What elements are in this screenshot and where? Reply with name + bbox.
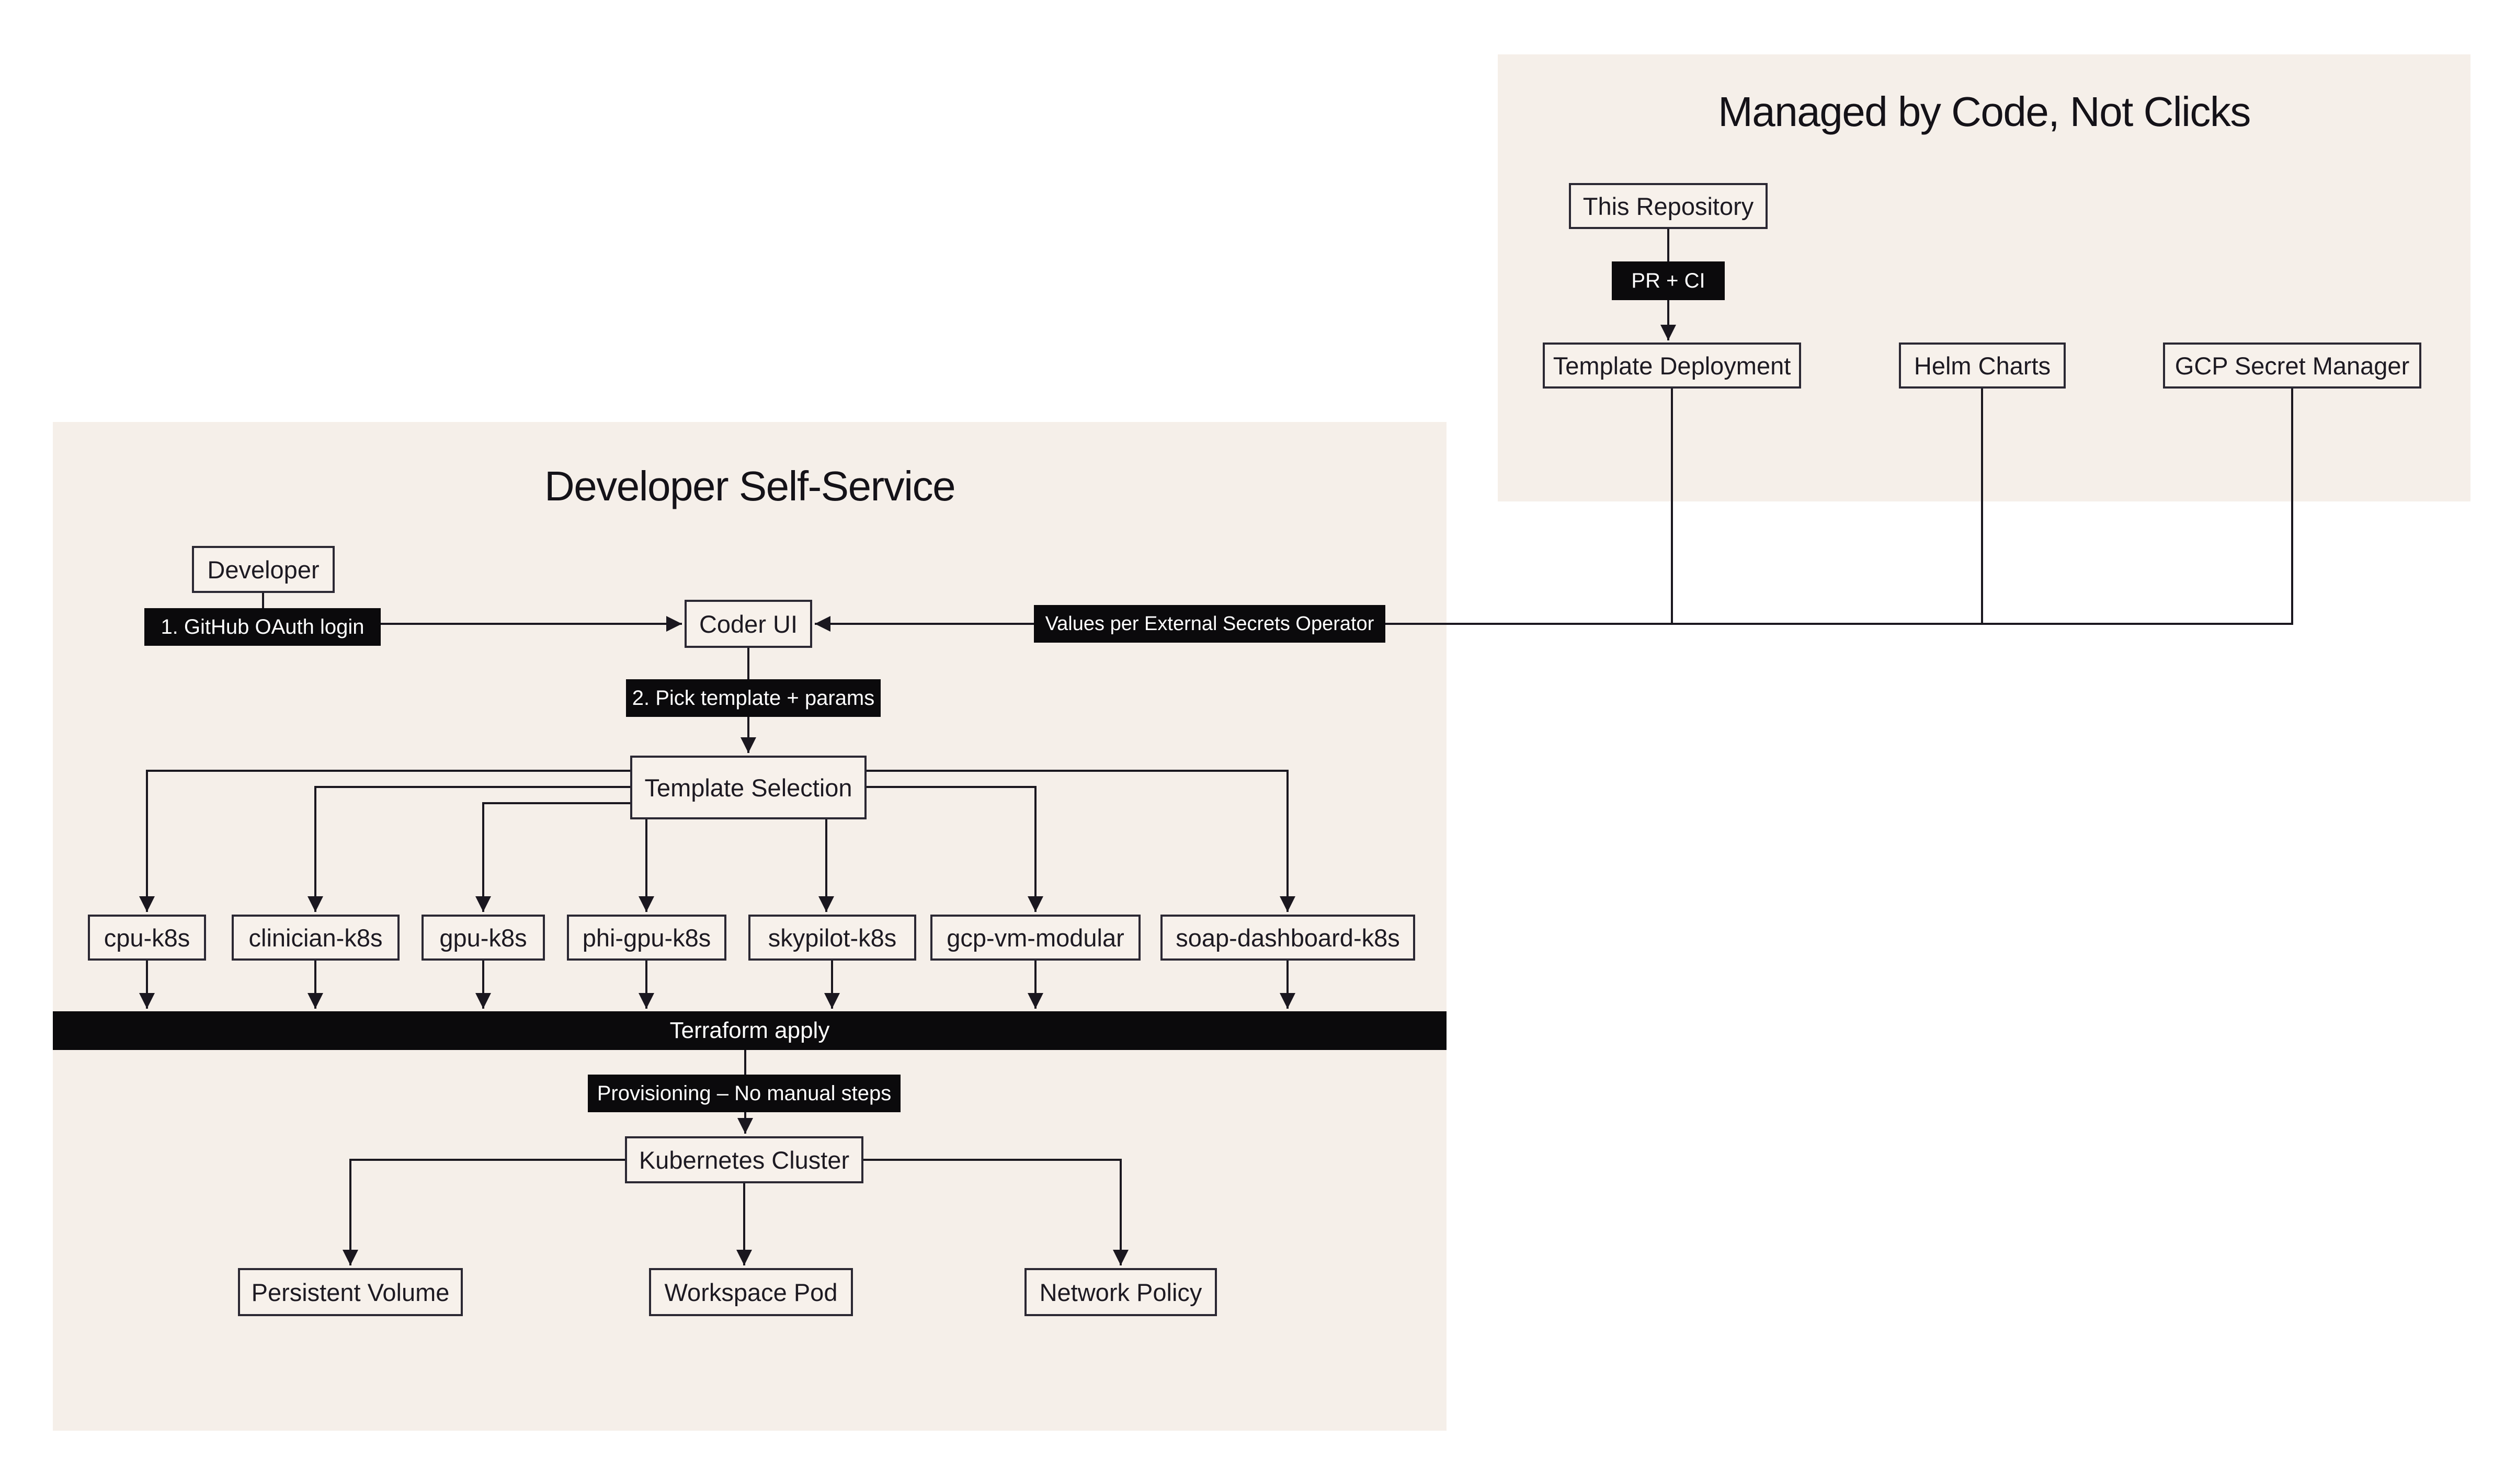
edge-label-pr-ci: PR + CI [1612, 261, 1725, 300]
node-developer: Developer [192, 546, 335, 593]
edge-template-selection-to-clinician-k8s [308, 786, 630, 912]
edge-label-github-oauth-login: 1. GitHub OAuth login [144, 608, 381, 646]
self-service-panel-title: Developer Self-Service [544, 463, 956, 509]
edge-label-values-per-eso: Values per External Secrets Operator [1034, 605, 1385, 643]
node-template-deployment: Template Deployment [1543, 343, 1801, 389]
node-network-policy: Network Policy [1024, 1268, 1217, 1316]
edge-label-pick-template-params: 2. Pick template + params [626, 679, 881, 717]
node-helm-charts: Helm Charts [1899, 343, 2066, 389]
node-cpu-k8s: cpu-k8s [88, 915, 206, 961]
edge-cluster-to-network-policy [863, 1159, 1129, 1265]
edge-template-selection-to-gcp-vm-modular [867, 786, 1043, 912]
edge-template-selection-to-gpu-k8s [475, 802, 630, 912]
node-kubernetes-cluster: Kubernetes Cluster [625, 1136, 863, 1183]
node-workspace-pod: Workspace Pod [649, 1268, 853, 1316]
node-phi-gpu-k8s: phi-gpu-k8s [567, 915, 726, 961]
edge-template-selection-to-cpu-k8s [139, 770, 630, 912]
node-persistent-volume: Persistent Volume [238, 1268, 463, 1316]
terraform-apply-bar: Terraform apply [53, 1011, 1447, 1050]
node-coder-ui: Coder UI [685, 600, 812, 648]
node-skypilot-k8s: skypilot-k8s [748, 915, 916, 961]
node-soap-dashboard-k8s: soap-dashboard-k8s [1160, 915, 1415, 961]
edge-template-selection-to-soap-dashboard-k8s [867, 770, 1295, 912]
node-gcp-secret-manager: GCP Secret Manager [2163, 343, 2421, 389]
node-gcp-vm-modular: gcp-vm-modular [930, 915, 1141, 961]
edge-cluster-to-persistent-volume [343, 1159, 625, 1265]
node-clinician-k8s: clinician-k8s [232, 915, 400, 961]
managed-panel-title: Managed by Code, Not Clicks [1718, 88, 2251, 135]
node-this-repository: This Repository [1569, 183, 1768, 229]
node-gpu-k8s: gpu-k8s [422, 915, 545, 961]
edge-label-provisioning-no-manual-steps: Provisioning – No manual steps [588, 1075, 901, 1112]
node-template-selection: Template Selection [630, 756, 867, 819]
